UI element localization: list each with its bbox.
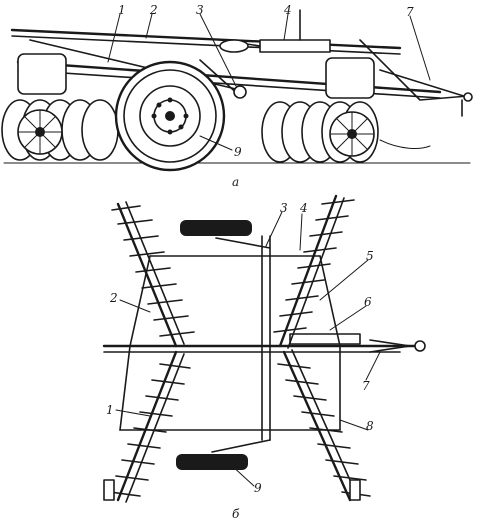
upper-left-gang — [111, 201, 195, 348]
leader-4 — [283, 13, 289, 41]
left-disc-gang — [1, 99, 119, 161]
lower-transport-wheel — [176, 454, 248, 470]
left-frame-diagonal — [119, 255, 151, 431]
lower-wheel-axle — [211, 439, 271, 453]
label-top-9: 9 — [234, 145, 242, 159]
label-top-1: 1 — [118, 3, 126, 17]
label-bottom-6: 6 — [364, 295, 372, 309]
leader-b9 — [229, 463, 255, 487]
cylinder-end — [219, 39, 249, 53]
leader-1 — [107, 13, 121, 63]
right-gang-housing — [325, 57, 375, 99]
hydraulic-cylinder — [259, 39, 331, 53]
top-link-bar-lower — [11, 35, 401, 55]
plan-view: 3 4 5 2 6 7 1 8 9 б — [102, 194, 426, 521]
side-view: 1 2 3 4 7 9 а — [1, 3, 473, 189]
leader-2 — [145, 13, 153, 39]
leader-3 — [199, 13, 237, 87]
top-link-bar — [10, 28, 402, 50]
hitch-eye — [463, 92, 473, 102]
leader-b6 — [329, 305, 367, 331]
label-bottom-8: 8 — [366, 419, 374, 433]
upper-right-gang — [273, 194, 355, 349]
transport-wheel — [114, 60, 226, 172]
leader-b5 — [319, 259, 369, 301]
leader-b2 — [119, 299, 151, 313]
label-bottom-3: 3 — [280, 201, 288, 215]
leader-b8 — [339, 419, 369, 431]
label-bottom-4: 4 — [299, 201, 308, 215]
leader-9 — [199, 135, 233, 151]
lower-right-end-bracket — [349, 479, 361, 501]
right-disc-gang — [261, 101, 379, 163]
lower-left-end-bracket — [103, 479, 115, 501]
hydraulic-hose — [379, 139, 431, 149]
main-frame-beam-lower — [17, 69, 441, 99]
view-letter-b: б — [232, 507, 240, 521]
upper-wheel-axle — [215, 237, 271, 249]
label-bottom-9: 9 — [254, 481, 262, 495]
label-bottom-1: 1 — [106, 403, 114, 417]
plan-hydraulic-cylinder — [289, 333, 361, 345]
hitch-ring — [414, 340, 426, 352]
tow-drawbar — [379, 69, 471, 99]
leader-b4 — [299, 213, 303, 251]
right-frame-diagonal — [319, 255, 341, 431]
leader-b7 — [365, 351, 381, 381]
wheel-pivot — [233, 85, 247, 99]
hitch-triangle — [369, 339, 411, 353]
label-bottom-7: 7 — [362, 379, 370, 393]
label-top-4: 4 — [283, 3, 292, 17]
label-bottom-5: 5 — [366, 249, 374, 263]
label-bottom-2: 2 — [109, 291, 118, 305]
wheel-linkage-arm — [199, 59, 241, 97]
label-top-2: 2 — [149, 3, 158, 17]
left-gang-housing — [17, 53, 67, 95]
upper-transport-wheel — [180, 220, 252, 236]
leader-b3 — [265, 211, 283, 247]
label-top-3: 3 — [196, 3, 204, 17]
leader-7 — [409, 15, 431, 81]
label-top-7: 7 — [406, 5, 414, 19]
tow-hitch-bar — [359, 39, 469, 101]
lower-right-gang — [277, 349, 371, 502]
leader-b1 — [115, 409, 151, 417]
lower-left-gang — [103, 350, 191, 503]
view-letter-a: а — [232, 175, 239, 189]
